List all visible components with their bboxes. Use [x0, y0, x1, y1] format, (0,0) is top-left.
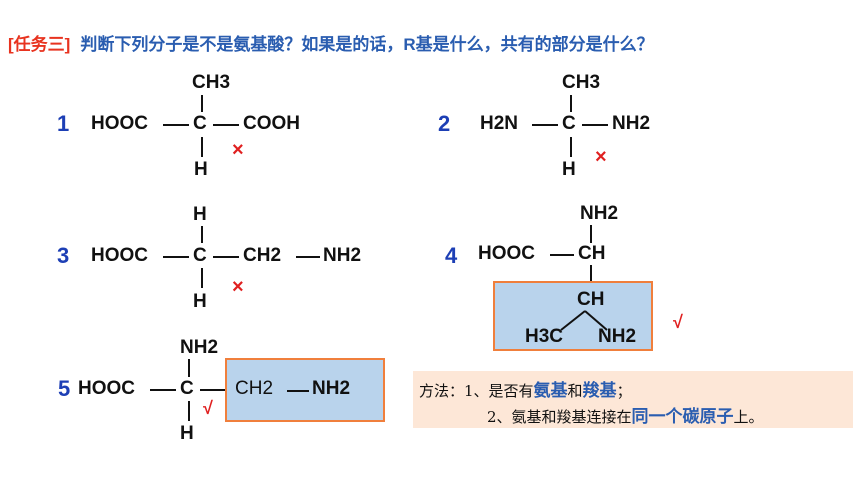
bond	[570, 137, 572, 157]
r-group-box: CH2 NH2	[225, 358, 385, 422]
bond	[201, 137, 203, 157]
bond	[200, 389, 225, 391]
wrong-mark: ×	[595, 146, 607, 168]
molecule-number: 1	[57, 111, 70, 136]
bond	[188, 359, 190, 377]
correct-mark: √	[673, 312, 683, 332]
method-line-1-mid: 和	[567, 382, 583, 400]
molecule-number: 2	[438, 111, 451, 136]
top-group: NH2	[180, 337, 219, 358]
bond	[582, 124, 608, 126]
r-group-ch2: CH2	[235, 378, 274, 399]
highlight-amino: 氨基	[533, 381, 568, 400]
bond	[213, 256, 239, 258]
left-group: HOOC	[78, 378, 135, 399]
bond	[188, 401, 190, 421]
wrong-mark: ×	[232, 276, 244, 298]
r-group-ch: CH	[577, 289, 605, 310]
top-group: NH2	[580, 203, 619, 224]
bottom-group: H	[562, 159, 576, 180]
wrong-mark: ×	[232, 139, 244, 161]
right-group: COOH	[243, 113, 300, 134]
molecule-number: 5	[58, 376, 71, 401]
method-line-1: 方法：1、是否有氨基和羧基；	[419, 376, 632, 401]
bond	[163, 124, 189, 126]
bond	[163, 256, 189, 258]
task-tag: [任务三]	[8, 35, 71, 54]
bond	[590, 225, 592, 243]
right-group: NH2	[323, 245, 362, 266]
central-carbon: C	[193, 113, 207, 134]
right-group: NH2	[612, 113, 651, 134]
method-note: 方法：1、是否有氨基和羧基； 2、氨基和羧基连接在同一个碳原子上。	[413, 371, 853, 428]
central-carbon: C	[180, 378, 194, 399]
method-line-2-prefix: 2、氨基和羧基连接在	[487, 408, 632, 426]
bond	[550, 254, 574, 256]
method-line-1-end: ；	[616, 382, 632, 400]
r-group-amino: NH2	[312, 378, 351, 399]
highlight-carboxyl: 羧基	[582, 381, 617, 400]
task-heading: [任务三] 判断下列分子是不是氨基酸？如果是的话，R基是什么，共有的部分是什么？	[8, 30, 654, 55]
left-group: HOOC	[91, 245, 148, 266]
bottom-group: H	[194, 159, 208, 180]
bond	[201, 226, 203, 243]
bond	[570, 95, 572, 112]
bond	[201, 268, 203, 288]
molecule-number: 3	[57, 243, 70, 268]
r-group-methyl: H3C	[525, 326, 564, 347]
bond	[201, 95, 203, 112]
method-line-2-end: 上。	[733, 408, 764, 426]
method-line-2: 2、氨基和羧基连接在同一个碳原子上。	[487, 402, 764, 427]
highlight-same-carbon: 同一个碳原子	[631, 407, 734, 426]
bottom-group: H	[193, 291, 207, 312]
middle-group: CH2	[243, 245, 282, 266]
bottom-group: H	[180, 423, 194, 444]
r-group-box: CH H3C NH2	[493, 281, 653, 351]
task-question: 判断下列分子是不是氨基酸？如果是的话，R基是什么，共有的部分是什么？	[80, 35, 654, 54]
correct-mark: √	[203, 398, 213, 418]
bond	[590, 265, 592, 281]
left-group: H2N	[480, 113, 519, 134]
central-carbon: C	[562, 113, 576, 134]
bond	[532, 124, 558, 126]
left-group: HOOC	[478, 243, 535, 264]
central-carbon: C	[193, 245, 207, 266]
top-group: H	[193, 204, 207, 225]
method-line-1-prefix: 方法：1、是否有	[419, 382, 534, 400]
top-group: CH3	[192, 72, 231, 93]
bond	[296, 256, 320, 258]
central-carbon: CH	[578, 243, 606, 264]
bond	[150, 389, 176, 391]
bond	[213, 124, 239, 126]
left-group: HOOC	[91, 113, 148, 134]
r-group-amino: NH2	[598, 326, 637, 347]
bond	[287, 390, 309, 392]
molecule-number: 4	[445, 243, 458, 268]
r-group-bonds	[560, 310, 608, 331]
top-group: CH3	[562, 72, 601, 93]
